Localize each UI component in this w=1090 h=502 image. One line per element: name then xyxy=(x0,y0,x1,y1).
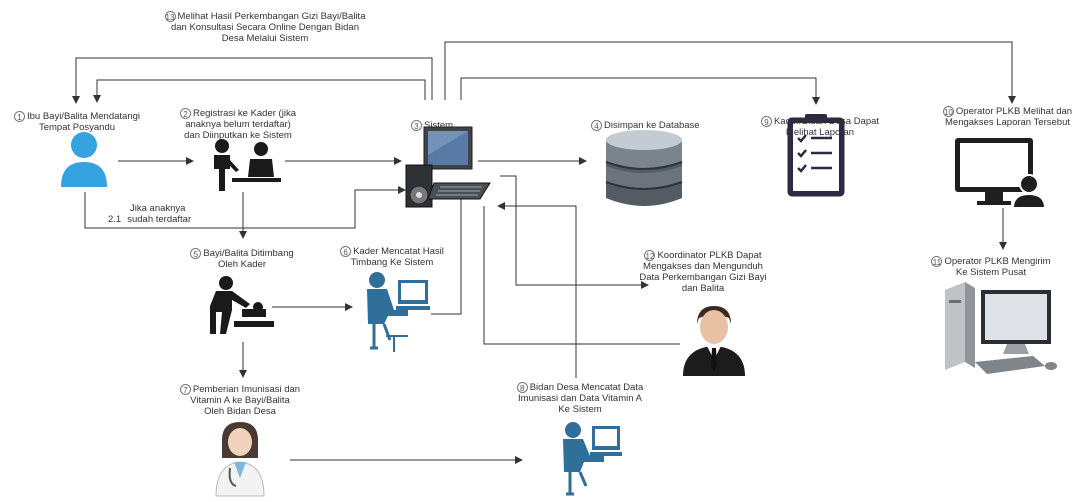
step-5-line-2: Oleh Kader xyxy=(217,259,267,271)
step-9-number: 9 xyxy=(760,116,772,127)
step-13-line-2: dan Konsultasi Secara Online Dengan Bida… xyxy=(170,22,359,34)
desktop-pc-icon xyxy=(945,282,1057,374)
user-icon xyxy=(61,132,107,187)
step-6-number: 6 xyxy=(340,246,352,257)
step-12-line-2: Mengakses dan Mengunduh xyxy=(643,261,763,273)
step-6-line-1: Kader Mencatat Hasil xyxy=(353,246,444,258)
step-9-line-2: Melihat Laporan xyxy=(785,127,855,139)
step-8-line-1: Bidan Desa Mencatat Data xyxy=(529,382,644,394)
connector-system-operator xyxy=(444,41,1016,104)
step-2-1-line-1: Jika anaknya xyxy=(130,203,186,214)
connector-6-3 xyxy=(431,199,462,315)
step-13-number: 13 xyxy=(164,11,176,22)
step-10-number: 10 xyxy=(942,106,954,117)
step-10-line-2: Mengakses Laporan Tersebut xyxy=(945,117,1070,129)
step-13-line-3: Desa Melalui Sistem xyxy=(221,33,309,45)
step-7-line-3: Oleh Bidan Desa xyxy=(204,406,276,418)
step-2-1-label: Jika anaknya 2.1 sudah terdaftar xyxy=(108,203,208,225)
computer-system-icon xyxy=(405,126,491,208)
step-3-line-1: Sistem xyxy=(424,120,454,132)
step-6-line-2: Timbang Ke Sistem xyxy=(350,257,434,269)
connectors xyxy=(72,41,1016,464)
step-2-1-line-2: sudah terdaftar xyxy=(127,214,192,225)
doctor-icon xyxy=(215,422,265,497)
step-7-number: 7 xyxy=(179,384,191,395)
step-2-number: 2 xyxy=(180,108,192,119)
step-12-number: 12 xyxy=(644,250,656,261)
baby-weighing-icon xyxy=(210,276,274,334)
step-2-line-1: Registrasi ke Kader (jika xyxy=(193,108,296,120)
step-2-line-3: dan Diinputkan ke Sistem xyxy=(184,130,292,142)
step-9-line-1: Kader/Bidan Desa Dapat xyxy=(773,116,880,128)
step-8-number: 8 xyxy=(516,382,528,393)
checklist-report-icon xyxy=(787,114,845,197)
step-11-number: 11 xyxy=(931,256,943,267)
step-12-line-3: Data Perkembangan Gizi Bayi xyxy=(639,272,767,284)
step-2-1-number: 2.1 xyxy=(108,214,122,225)
step-1-line-1: Ibu Bayi/Balita Mendatangi xyxy=(26,111,141,123)
step-2-line-2: anaknya belum terdaftar) xyxy=(185,119,291,131)
connector-13-feedback xyxy=(93,79,426,103)
step-5-number: 5 xyxy=(190,248,202,259)
step-8-line-3: Ke Sistem xyxy=(558,404,602,416)
step-10-line-1: Operator PLKB Melihat dan xyxy=(955,106,1073,118)
step-11-line-1: Operator PLKB Mengirim xyxy=(944,256,1051,268)
monitor-user-icon xyxy=(955,138,1047,209)
step-1-line-2: Tempat Posyandu xyxy=(38,122,116,134)
step-11-line-2: Ke Sistem Pusat xyxy=(955,267,1027,279)
database-icon xyxy=(605,130,683,206)
bidan-computer-icon xyxy=(563,422,622,496)
step-4-number: 4 xyxy=(591,120,602,131)
connector-12-3 xyxy=(483,206,680,345)
kader-computer-icon xyxy=(367,272,430,352)
step-5-line-1: Bayi/Balita Ditimbang xyxy=(203,248,294,260)
step-13-line-1: Melihat Hasil Perkembangan Gizi Bayi/Bal… xyxy=(177,11,366,23)
step-3-number: 3 xyxy=(411,120,422,131)
connector-8-3 xyxy=(497,202,577,378)
connector-2-1 xyxy=(84,186,406,229)
connector-3-12 xyxy=(500,175,649,289)
connector-13 xyxy=(72,57,433,104)
step-4-line-1: Disimpan ke Database xyxy=(604,120,700,132)
step-1-number: 1 xyxy=(13,111,25,122)
step-8-line-2: Imunisasi dan Data Vitamin A xyxy=(518,393,642,405)
step-7-line-2: Vitamin A ke Bayi/Balita xyxy=(190,395,290,407)
registration-people-icon xyxy=(214,139,281,191)
businessman-icon xyxy=(683,306,745,376)
connector-system-report xyxy=(460,77,820,105)
step-12-line-4: dan Balita xyxy=(681,283,725,295)
step-12-line-1: Koordinator PLKB Dapat xyxy=(657,250,762,262)
step-7-line-1: Pemberian Imunisasi dan xyxy=(192,384,301,396)
